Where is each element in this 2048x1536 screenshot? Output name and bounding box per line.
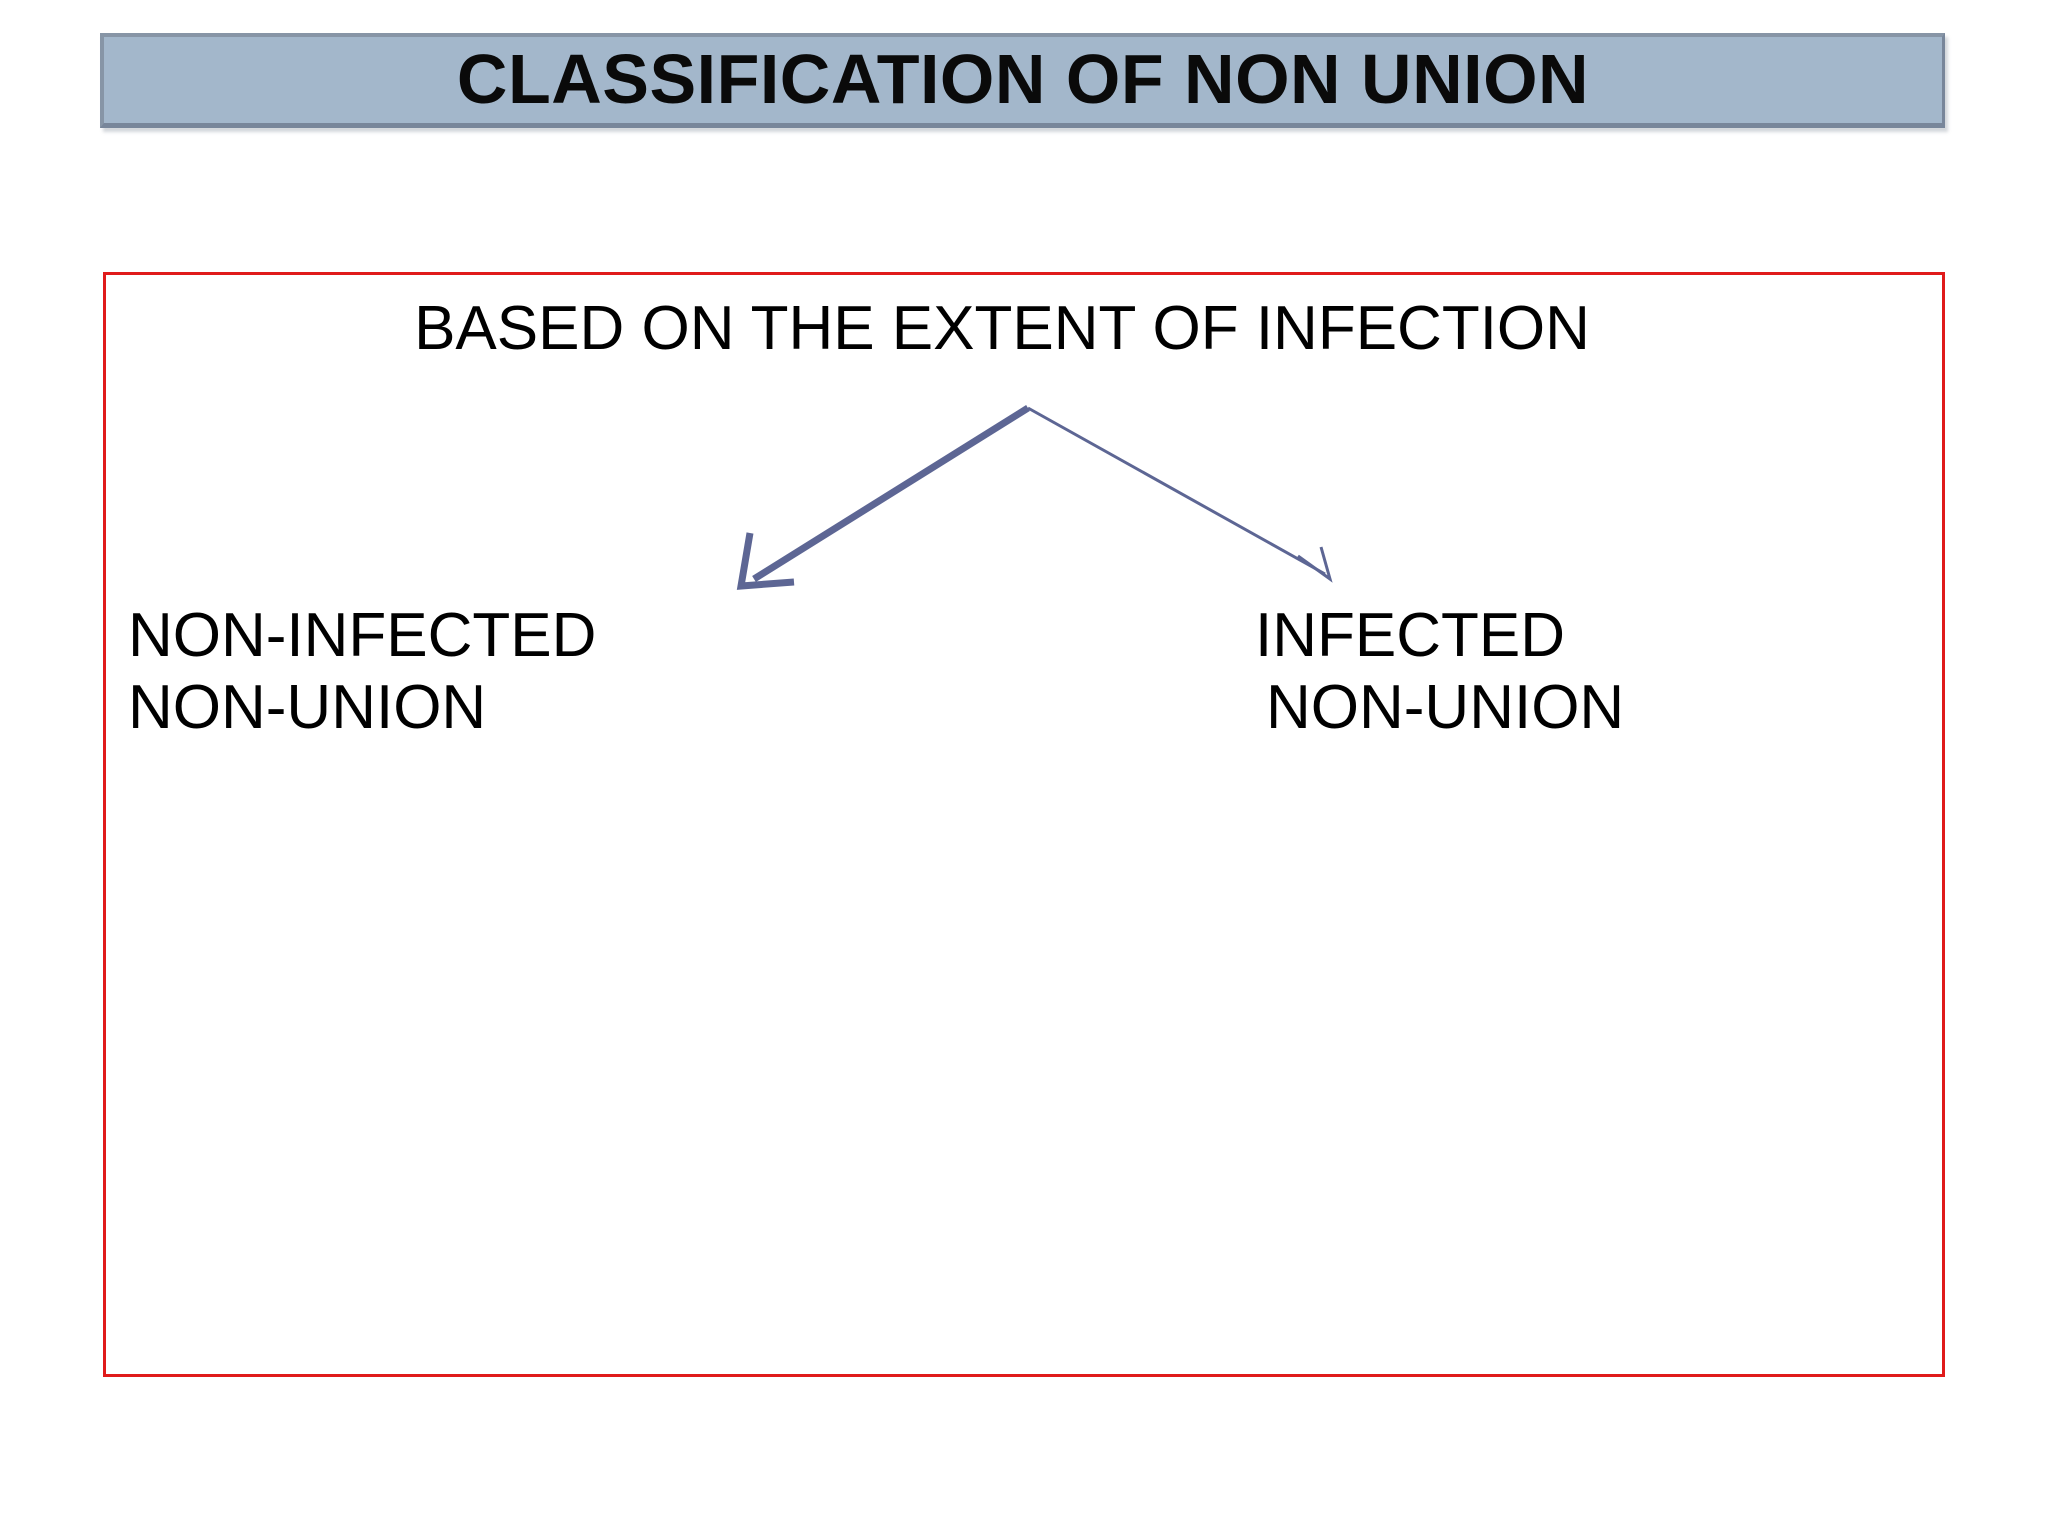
arrow-to-non-infected [736, 405, 1030, 590]
subheading: BASED ON THE EXTENT OF INFECTION [414, 294, 1590, 363]
content-box: BASED ON THE EXTENT OF INFECTION NON-INF… [103, 272, 1945, 1377]
branch-right-line-1: INFECTED [1255, 601, 1565, 670]
branch-right-line-2: NON-UNION [1266, 672, 1625, 742]
arrow-to-infected [1027, 406, 1333, 583]
branch-label-infected: INFECTED NON-UNION [1255, 600, 1624, 744]
page-title: CLASSIFICATION OF NON UNION [456, 40, 1590, 118]
title-banner: CLASSIFICATION OF NON UNION [100, 33, 1945, 128]
arrows-layer [736, 405, 1333, 590]
branch-label-non-infected: NON-INFECTED NON-UNION [128, 600, 596, 744]
branch-left-line-1: NON-INFECTED [128, 601, 597, 670]
branch-left-line-2: NON-UNION [128, 672, 487, 742]
